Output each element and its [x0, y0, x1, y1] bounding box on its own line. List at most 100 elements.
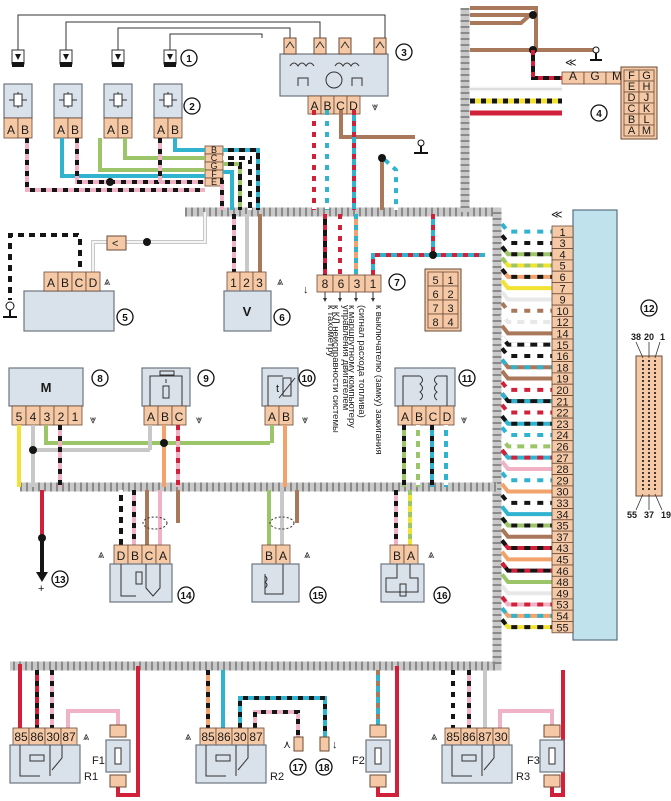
svg-text:7: 7	[432, 303, 438, 315]
svg-text:B: B	[171, 123, 179, 137]
connector-arrow-icon: ⩓	[185, 731, 192, 743]
svg-text:F: F	[628, 70, 635, 82]
ecu-wire-22	[500, 403, 552, 415]
terminal-17	[293, 736, 304, 752]
ecu-pin-23: 23	[551, 417, 574, 431]
svg-text:D: D	[443, 410, 452, 424]
svg-text:17: 17	[292, 763, 304, 774]
svg-text:A: A	[401, 410, 409, 424]
connector-arrow-icon: ≪	[565, 57, 577, 69]
connector-arrow-icon: ⩓	[104, 276, 111, 288]
arrow-down-icon: ↓	[332, 739, 338, 751]
svg-text:C: C	[145, 549, 154, 563]
svg-text:3: 3	[44, 410, 51, 424]
injector-3-pin-B: B	[117, 117, 133, 139]
svg-text:C: C	[628, 103, 636, 115]
ecu-pin-48: 48	[551, 575, 574, 589]
throttle-actuator-pin-A: A	[43, 271, 59, 292]
ecu-pin-9: 9	[551, 293, 574, 307]
splice-node	[106, 178, 114, 186]
svg-text:B: B	[282, 410, 290, 424]
svg-text:55: 55	[556, 622, 568, 634]
svg-text:B: B	[265, 549, 273, 563]
svg-text:G: G	[590, 69, 599, 83]
tps-pin-B: B	[157, 405, 173, 426]
connector-arrow-icon: <	[112, 238, 118, 250]
speed-sensor-pin-1: 1	[226, 271, 241, 292]
svg-text:B: B	[393, 549, 401, 563]
ecu-pin-6: 6	[551, 270, 574, 284]
instrument-pinout-cell-6: 6	[427, 285, 444, 301]
coil-tip	[11, 49, 25, 67]
svg-text:4: 4	[447, 317, 453, 329]
ecu-pin-26: 26	[551, 440, 574, 454]
tps-pin-C: C	[171, 405, 187, 426]
connector-arrow-icon: ⩓	[98, 549, 105, 561]
svg-text:3: 3	[559, 238, 565, 250]
instrument-pinout-cell-2: 2	[442, 285, 459, 301]
ground-arrow-icon: ⩔	[196, 414, 202, 426]
svg-text:L: L	[643, 114, 649, 126]
svg-text:18: 18	[318, 763, 330, 774]
svg-text:4: 4	[30, 410, 37, 424]
ecu-pin-43: 43	[551, 542, 574, 555]
svg-text:3: 3	[256, 276, 263, 290]
svg-text:4: 4	[559, 249, 565, 261]
svg-text:30: 30	[556, 487, 568, 499]
relay-r1-pin-87: 87	[60, 727, 78, 746]
injector-2-pin-B: B	[67, 117, 83, 139]
instrument-pin-3: 3	[348, 274, 366, 293]
ecu-pin-49: 49	[551, 587, 574, 600]
svg-text:F1: F1	[92, 755, 105, 767]
instrument-pin-6: 6	[332, 274, 350, 293]
svg-text:19: 19	[661, 510, 671, 520]
svg-text:+: +	[38, 583, 44, 595]
svg-text:5: 5	[16, 410, 23, 424]
ground-arrow-icon: ⩔	[90, 414, 96, 426]
svg-text:1: 1	[72, 410, 79, 424]
svg-text:16: 16	[436, 591, 448, 602]
svg-text:54: 54	[556, 611, 568, 623]
svg-text:A: A	[569, 69, 577, 83]
injector-1-pin-B: B	[17, 117, 33, 139]
relay-r3-pin-30: 30	[492, 727, 510, 746]
ecu-wire-46	[500, 561, 552, 573]
arrow-down-icon: ↓	[303, 284, 309, 296]
relay-label: R1	[84, 771, 98, 783]
svg-text:A: A	[159, 549, 167, 563]
ecu-pin-28: 28	[551, 462, 574, 476]
svg-text:14: 14	[556, 329, 568, 341]
ground-arrow-icon: ⩔	[372, 101, 378, 113]
instrument-pinout-cell-1: 1	[442, 271, 459, 287]
ecu-wire-27	[500, 448, 552, 460]
ground-symbol	[414, 139, 428, 154]
relay-label: R2	[270, 771, 284, 783]
ecu-pin-29: 29	[551, 474, 574, 487]
svg-text:86: 86	[462, 730, 476, 744]
ecu-wire-30	[500, 482, 552, 494]
ecu-wire-54	[500, 606, 552, 618]
svg-text:5: 5	[432, 275, 438, 287]
ecu-pin-54: 54	[551, 609, 574, 623]
injector-2-pin-A: A	[53, 117, 69, 139]
knock-sensor-pin-B: B	[389, 544, 405, 565]
ecu-wire-5	[500, 256, 552, 268]
svg-text:M: M	[612, 69, 622, 83]
svg-text:K: K	[643, 103, 651, 115]
note-text: управления двигателем	[340, 305, 351, 410]
svg-text:15: 15	[312, 591, 324, 602]
diagnostic-pin-G: G	[583, 69, 607, 85]
ecu-wire-19	[500, 369, 552, 381]
svg-text:D: D	[89, 276, 98, 290]
svg-text:J: J	[644, 92, 650, 104]
throttle-actuator-pin-C: C	[71, 271, 87, 292]
ecu: ≪ 13456791012141516181920212223242627282…	[500, 209, 618, 641]
svg-text:12: 12	[643, 304, 655, 315]
svg-text:37: 37	[644, 510, 654, 520]
callout-7: 7	[388, 273, 406, 291]
svg-text:30: 30	[46, 730, 60, 744]
tps-pin-A: A	[143, 405, 159, 426]
